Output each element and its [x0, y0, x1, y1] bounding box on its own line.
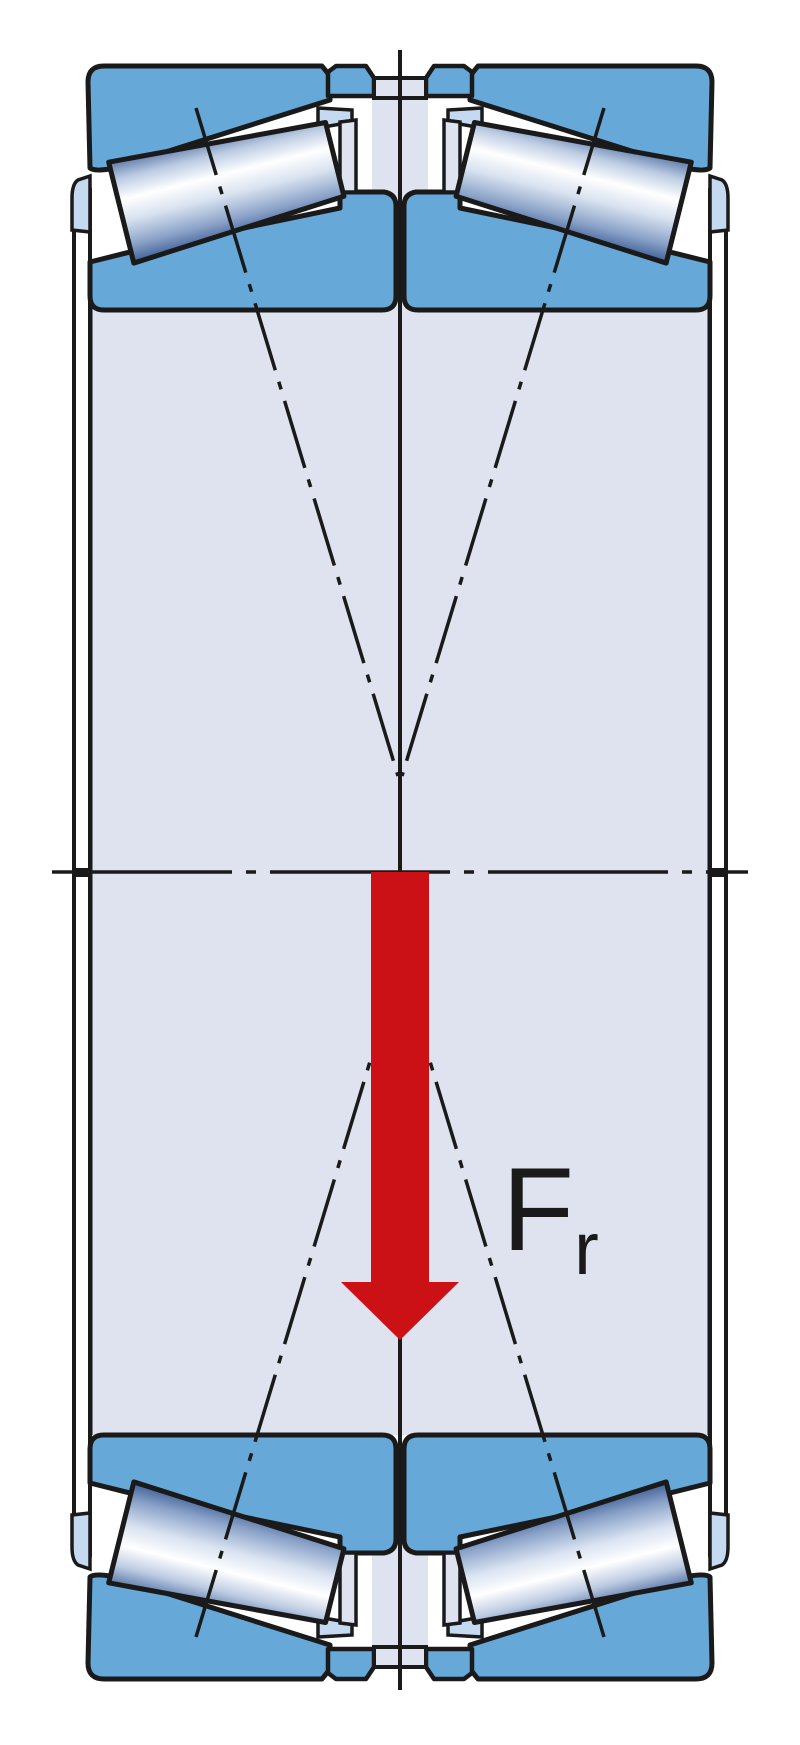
force-label: Fr — [502, 1144, 599, 1290]
down-arrow-icon — [341, 872, 459, 1340]
